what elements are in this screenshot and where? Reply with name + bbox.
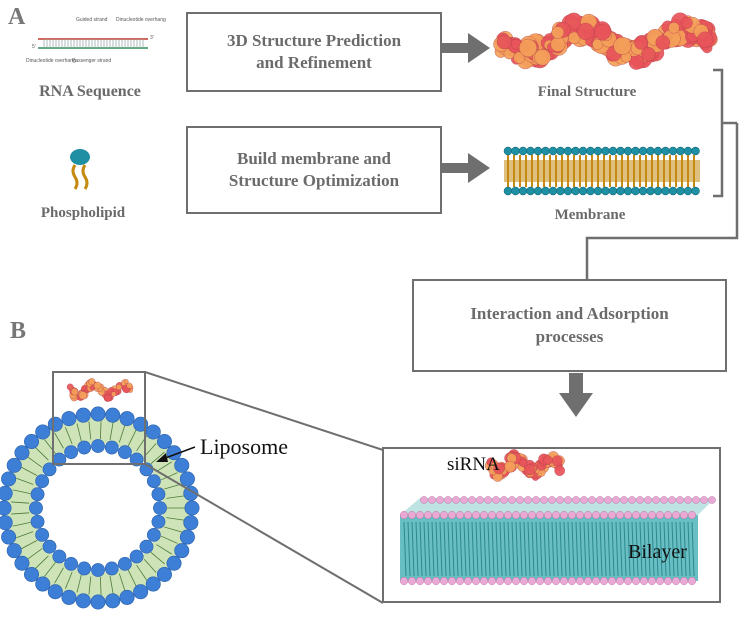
- interaction-line2: processes: [535, 326, 604, 346]
- small-sirna-image: [66, 378, 134, 402]
- sirna-image: [484, 449, 566, 482]
- liposome-image: [0, 406, 200, 610]
- dinucleotide-bottom-label: Dinucleotide overhang: [26, 58, 76, 64]
- sirna-label: siRNA: [447, 454, 500, 475]
- structure-prediction-box: 3D Structure Prediction and Refinement: [186, 12, 442, 92]
- bilayer-label: Bilayer: [628, 541, 687, 563]
- bracket-connector: [585, 68, 739, 280]
- interaction-box: Interaction and Adsorption processes: [412, 279, 727, 372]
- build-membrane-line2: Structure Optimization: [228, 171, 400, 190]
- zoom-lines: [144, 371, 384, 604]
- five-prime-label: 5': [32, 44, 36, 50]
- structure-prediction-line2: and Refinement: [256, 53, 372, 72]
- liposome-pointer-arrow: [156, 446, 196, 462]
- rna-sequence-diagram: [38, 38, 148, 49]
- final-structure-caption: Final Structure: [537, 84, 637, 100]
- three-prime-label: 3': [150, 35, 154, 41]
- dinucleotide-top-label: Dinucleotide overhang: [116, 17, 166, 23]
- bilayer-panel: [382, 447, 721, 603]
- build-membrane-box: Build membrane and Structure Optimizatio…: [186, 126, 442, 214]
- panel-label-a: A: [8, 4, 26, 30]
- build-membrane-line1: Build membrane and: [237, 148, 391, 168]
- arrow-down-to-bilayer: [559, 373, 593, 417]
- final-structure-image: [493, 12, 718, 70]
- passenger-strand-label: Passenger strand: [72, 58, 112, 64]
- membrane-caption: Membrane: [554, 207, 626, 223]
- arrow-structure-to-final: [442, 33, 490, 63]
- membrane-image: [503, 146, 700, 196]
- rna-sequence-caption: RNA Sequence: [39, 83, 141, 100]
- interaction-line1: Interaction and Adsorption: [470, 304, 669, 324]
- phospholipid-caption: Phospholipid: [40, 205, 126, 221]
- bilayer-image: [400, 496, 716, 586]
- guided-strand-label: Guided strand: [76, 17, 108, 23]
- liposome-label: Liposome: [200, 434, 288, 459]
- arrow-membrane-to-membrane: [442, 153, 490, 183]
- panel-label-b: B: [10, 318, 27, 344]
- zoom-square: [52, 371, 146, 465]
- phospholipid-icon: [70, 149, 90, 190]
- structure-prediction-line1: 3D Structure Prediction: [226, 30, 402, 50]
